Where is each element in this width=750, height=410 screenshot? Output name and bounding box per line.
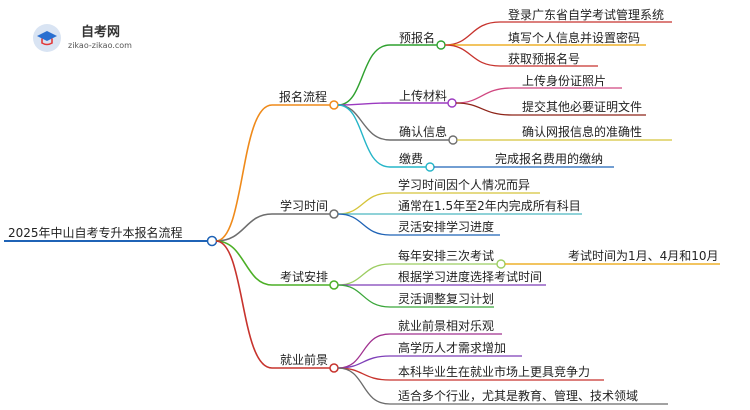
branch-career-prospects: 就业前景 就业前景相对乐观 高学历人才需求增加 本科毕业生在就业市场上更具竞争力…: [215, 240, 668, 405]
branch-connector-node: [329, 100, 339, 110]
leaf-competitive: 本科毕业生在就业市场上更具竞争力: [398, 364, 590, 379]
leaf-upload-id-photo: 上传身份证照片: [522, 73, 606, 88]
leaf-connector: [337, 355, 391, 369]
root-connector: [206, 235, 218, 247]
sub-connector-node: [425, 162, 435, 172]
sub-confirm-info: 确认信息 确认网报信息的准确性: [337, 104, 672, 145]
leaf-connector: [337, 367, 391, 405]
branch-label-career: 就业前景: [280, 352, 328, 367]
branch-connector-node: [329, 209, 339, 219]
branch-connector-node: [329, 363, 339, 373]
leaf-industries: 适合多个行业，尤其是教育、管理、技术领域: [398, 388, 638, 403]
branch-label-exam-schedule: 考试安排: [280, 269, 328, 284]
leaf-connector: [455, 87, 513, 104]
branch-label-registration: 报名流程: [279, 89, 327, 104]
sub-payment: 缴费 完成报名费用的缴纳: [337, 104, 614, 172]
branch-registration-process: 报名流程 预报名 登录广东省自学考试管理系统 填写个人信息并设置密码 获取预报名…: [215, 7, 672, 242]
leaf-connector: [444, 21, 501, 46]
sub-label-pre-registration: 预报名: [399, 30, 435, 45]
leaf-connector: [337, 284, 391, 308]
branch-connector: [215, 240, 273, 369]
leaf-submit-documents: 提交其他必要证明文件: [522, 99, 642, 114]
branch-connector: [215, 104, 273, 242]
leaf-connector: [455, 102, 513, 116]
leaf-fill-info: 填写个人信息并设置密码: [508, 30, 640, 45]
leaf-choose-time: 根据学习进度选择考试时间: [398, 269, 542, 284]
sub-connector-node: [448, 135, 458, 145]
logo-url: zikao-zikao.com: [68, 41, 132, 50]
logo-title: 自考网: [81, 24, 120, 40]
branch-label-study-time: 学习时间: [280, 198, 328, 213]
branch-connector-node: [329, 280, 339, 290]
leaf-connector-node: [496, 259, 506, 269]
root-label: 2025年中山自考专升本报名流程: [8, 225, 183, 240]
leaf-three-exams: 每年安排三次考试: [398, 248, 494, 263]
root-node: 2025年中山自考专升本报名流程: [4, 225, 218, 247]
leaf-get-number: 获取预报名号: [508, 51, 580, 66]
leaf-pay-fee: 完成报名费用的缴纳: [495, 151, 603, 166]
leaf-login-system: 登录广东省自学考试管理系统: [508, 7, 664, 22]
leaf-connector: [444, 44, 501, 67]
leaf-study-duration: 通常在1.5年至2年内完成所有科目: [398, 198, 581, 213]
sub-label-confirm: 确认信息: [399, 124, 447, 139]
sub-upload-materials: 上传材料 上传身份证照片 提交其他必要证明文件: [337, 73, 646, 116]
leaf-connector: [337, 213, 391, 236]
leaf-confirm-accuracy: 确认网报信息的准确性: [522, 124, 642, 139]
leaf-study-varies: 学习时间因个人情况而异: [398, 177, 530, 192]
sub-connector: [337, 104, 391, 141]
leaf-connector: [337, 333, 391, 369]
sub-connector: [337, 44, 391, 106]
sub-label-payment: 缴费: [399, 151, 423, 166]
leaf-demand-increase: 高学历人才需求增加: [398, 340, 506, 355]
leaf-exam-months: 考试时间为1月、4月和10月: [568, 248, 719, 263]
leaf-optimistic: 就业前景相对乐观: [398, 318, 494, 333]
branch-connector: [215, 240, 273, 286]
sub-connector: [337, 104, 391, 168]
leaf-connector: [337, 263, 391, 286]
sub-connector-node: [436, 40, 446, 50]
sub-label-upload: 上传材料: [399, 88, 447, 103]
leaf-connector: [337, 192, 391, 215]
branch-exam-schedule: 考试安排 每年安排三次考试 考试时间为1月、4月和10月 根据学习进度选择考试时…: [215, 240, 720, 308]
mortarboard-band-icon: [41, 38, 53, 46]
branch-connector: [215, 213, 273, 242]
sub-pre-registration: 预报名 登录广东省自学考试管理系统 填写个人信息并设置密码 获取预报名号: [337, 7, 672, 106]
sub-connector-node: [447, 98, 457, 108]
site-logo: 自考网 zikao-zikao.com: [33, 24, 132, 52]
leaf-flexible-progress: 灵活安排学习进度: [398, 219, 494, 234]
leaf-adjust-review: 灵活调整复习计划: [398, 291, 494, 306]
branch-study-time: 学习时间 学习时间因个人情况而异 通常在1.5年至2年内完成所有科目 灵活安排学…: [215, 177, 582, 242]
